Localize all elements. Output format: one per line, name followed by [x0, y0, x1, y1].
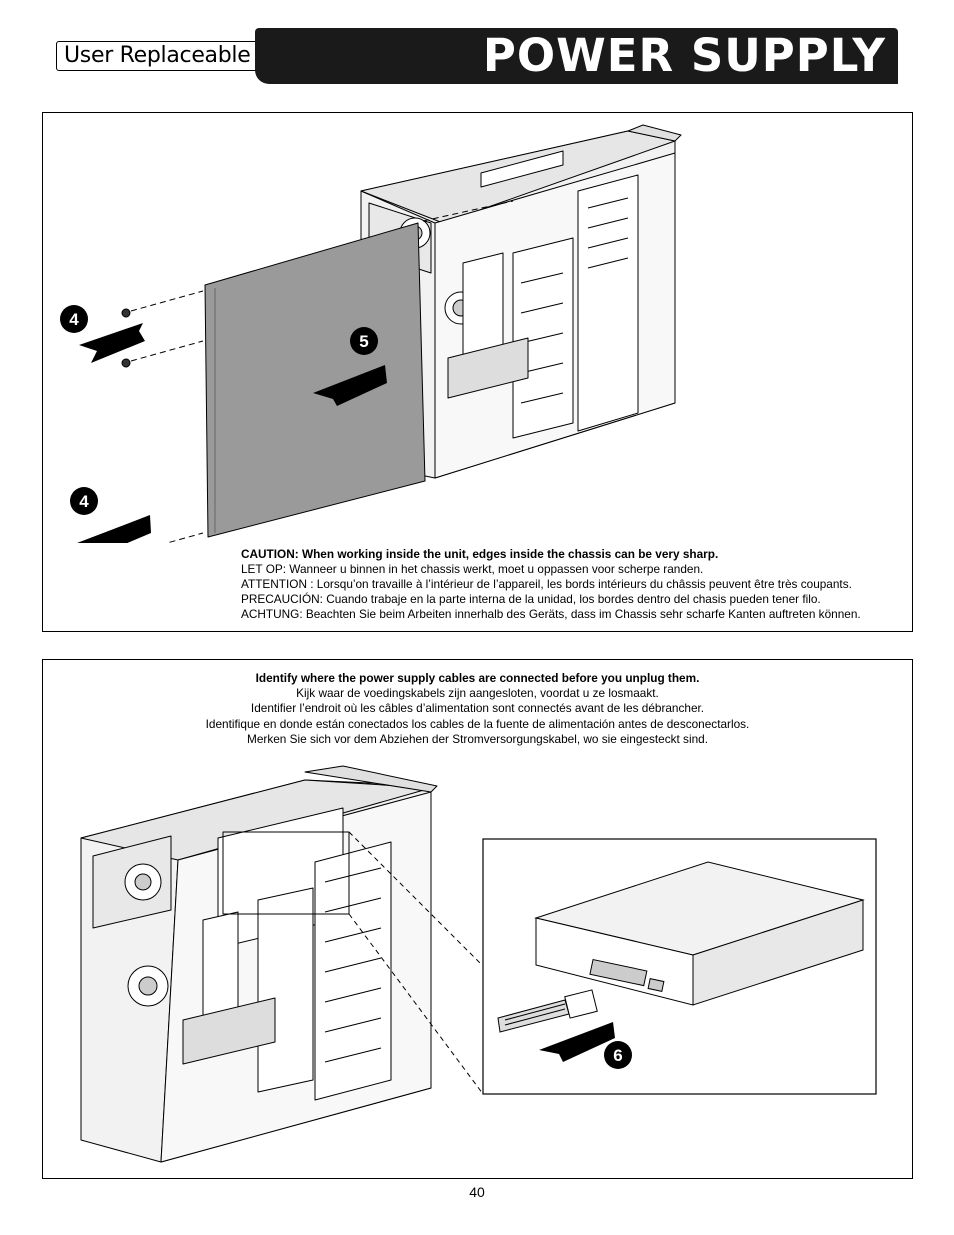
title-bar: POWER SUPPLY	[255, 28, 898, 84]
chassis-interior-illustration: 6	[80, 765, 877, 1163]
identify-text: Identify where the power supply cables a…	[43, 671, 912, 747]
caution-text: CAUTION: When working inside the unit, e…	[241, 547, 861, 622]
svg-text:4: 4	[79, 492, 89, 511]
identify-line: Identifique en donde están conectados lo…	[205, 716, 750, 731]
page-title: POWER SUPPLY	[482, 29, 886, 82]
chassis-side-panel-illustration: 4 5 4	[60, 124, 682, 543]
left-arrow-icon	[313, 365, 387, 406]
power-cable-icon[interactable]	[497, 989, 598, 1033]
caution-line: ACHTUNG: Beachten Sie beim Arbeiten inne…	[241, 607, 861, 621]
panel-unplug-cables: Identify where the power supply cables a…	[42, 659, 913, 1179]
svg-text:5: 5	[359, 332, 368, 351]
svg-text:6: 6	[613, 1046, 622, 1065]
identify-line: Identify where the power supply cables a…	[255, 671, 700, 685]
panel-remove-side-panel: 4 5 4 CAUTION: When working inside the u…	[42, 112, 913, 632]
caution-line: LET OP: Wanneer u binnen in het chassis …	[241, 562, 704, 576]
step-badge: 6	[604, 1041, 632, 1069]
step-badge: 4	[70, 487, 98, 515]
identify-line: Identifier l’endroit où les câbles d’ali…	[250, 701, 705, 716]
power-supply	[92, 835, 276, 1065]
side-panel[interactable]	[204, 222, 426, 538]
drive-cage	[512, 174, 639, 439]
callout-highlight-box	[222, 831, 350, 915]
identify-line: Merken Sie sich vor dem Abziehen der Str…	[247, 731, 708, 746]
caution-line: PRECAUCIÓN: Cuando trabaje en la parte i…	[241, 592, 821, 606]
step-badge: 5	[350, 327, 378, 355]
step-badge: 4	[60, 305, 88, 333]
caution-line: CAUTION: When working inside the unit, e…	[241, 547, 719, 561]
svg-text:4: 4	[69, 310, 79, 329]
screw-icon[interactable]	[121, 308, 131, 543]
left-arrow-icon	[79, 323, 145, 363]
caution-line: ATTENTION : Lorsqu’on travaille à l’inté…	[241, 577, 852, 591]
page-number: 40	[469, 1184, 485, 1200]
left-arrow-icon	[77, 515, 151, 543]
optical-drive	[497, 861, 865, 1033]
left-arrow-icon	[539, 1022, 615, 1062]
identify-line: Kijk waar de voedingskabels zijn aangesl…	[296, 686, 659, 701]
